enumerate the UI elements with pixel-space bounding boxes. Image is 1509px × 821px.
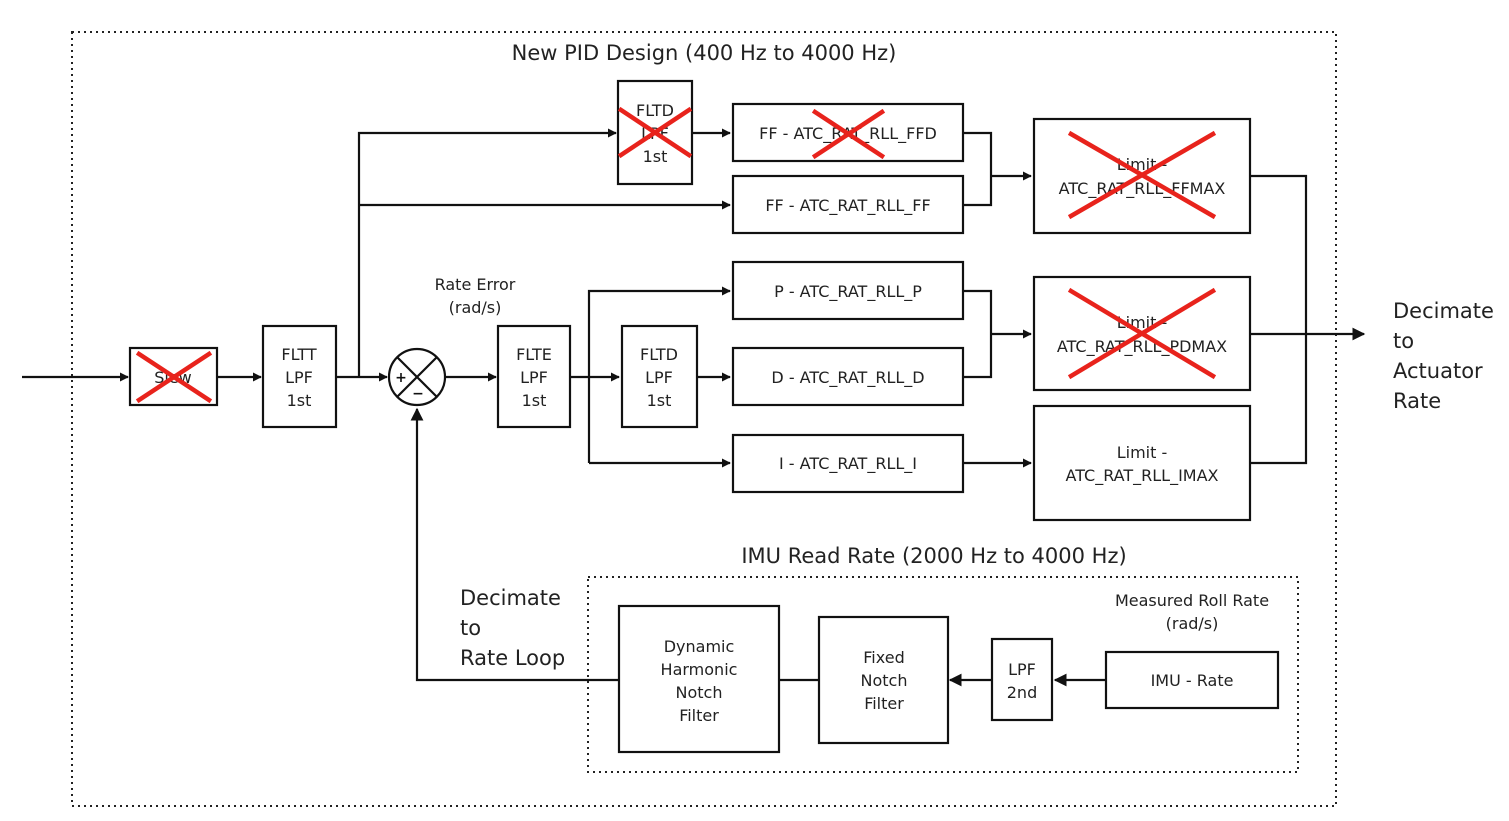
measured-roll-rate-label: Measured Roll Rate (rad/s) — [1115, 591, 1269, 633]
ff-limit-block: Limit - ATC_RAT_RLL_FFMAX — [1032, 117, 1252, 235]
imu-rate-block: IMU - Rate — [1104, 650, 1280, 710]
svg-text:1st: 1st — [287, 391, 312, 410]
svg-text:Notch: Notch — [676, 683, 723, 702]
decimate-to-rate-loop-label: Decimate to Rate Loop — [460, 586, 565, 670]
fltd-lpf-ff-block: FLTD LPF 1st — [616, 79, 694, 186]
svg-text:ATC_RAT_RLL_FFMAX: ATC_RAT_RLL_FFMAX — [1059, 179, 1226, 199]
svg-text:FLTT: FLTT — [281, 345, 316, 364]
svg-text:LPF: LPF — [645, 368, 673, 387]
svg-text:Rate Loop: Rate Loop — [460, 646, 565, 670]
svg-text:Fixed: Fixed — [863, 648, 904, 667]
svg-text:P - ATC_RAT_RLL_P: P - ATC_RAT_RLL_P — [774, 282, 922, 302]
svg-text:1st: 1st — [522, 391, 547, 410]
fltt-lpf-block: FLTT LPF 1st — [261, 324, 338, 429]
plus-sign: + — [395, 370, 407, 386]
summing-junction: + − — [387, 347, 447, 407]
strikeout-x-mark — [135, 350, 213, 404]
pid-design-frame — [71, 31, 1337, 807]
svg-text:2nd: 2nd — [1007, 683, 1037, 702]
svg-text:Limit -: Limit - — [1117, 443, 1168, 462]
svg-text:to: to — [1393, 329, 1414, 353]
svg-text:(rad/s): (rad/s) — [449, 298, 502, 317]
d-gain-block: D - ATC_RAT_RLL_D — [731, 346, 965, 407]
svg-text:Harmonic: Harmonic — [661, 660, 738, 679]
i-gain-block: I - ATC_RAT_RLL_I — [731, 433, 965, 494]
strikeout-x-mark — [1067, 130, 1217, 220]
svg-text:IMU - Rate: IMU - Rate — [1151, 671, 1234, 690]
svg-text:FLTD: FLTD — [636, 101, 674, 120]
svg-text:Dynamic: Dynamic — [664, 637, 735, 656]
svg-text:Rate: Rate — [1393, 389, 1441, 413]
imu-read-title: IMU Read Rate (2000 Hz to 4000 Hz) — [741, 544, 1126, 568]
svg-text:LPF: LPF — [520, 368, 548, 387]
svg-text:(rad/s): (rad/s) — [1166, 614, 1219, 633]
svg-text:Measured Roll Rate: Measured Roll Rate — [1115, 591, 1269, 610]
imu-read-frame — [587, 576, 1299, 773]
fltd-lpf-d-block: FLTD LPF 1st — [620, 324, 699, 429]
strikeout-x-mark — [617, 106, 693, 159]
svg-text:FF - ATC_RAT_RLL_FF: FF - ATC_RAT_RLL_FF — [765, 196, 930, 216]
svg-text:Filter: Filter — [864, 694, 904, 713]
svg-text:LPF: LPF — [1008, 660, 1036, 679]
ff-gain-block: FF - ATC_RAT_RLL_FF — [731, 174, 965, 235]
svg-text:FLTE: FLTE — [516, 345, 552, 364]
pid-design-title: New PID Design (400 Hz to 4000 Hz) — [512, 41, 897, 65]
i-limit-block: Limit - ATC_RAT_RLL_IMAX — [1032, 404, 1252, 522]
minus-sign: − — [412, 386, 424, 402]
strikeout-x-mark — [1067, 287, 1217, 380]
flte-lpf-block: FLTE LPF 1st — [496, 324, 572, 429]
svg-text:ATC_RAT_RLL_IMAX: ATC_RAT_RLL_IMAX — [1065, 466, 1218, 486]
svg-text:LPF: LPF — [285, 368, 313, 387]
svg-text:1st: 1st — [647, 391, 672, 410]
svg-text:Decimate: Decimate — [1393, 299, 1494, 323]
svg-text:ATC_RAT_RLL_PDMAX: ATC_RAT_RLL_PDMAX — [1057, 337, 1227, 357]
svg-text:to: to — [460, 616, 481, 640]
svg-text:Notch: Notch — [861, 671, 908, 690]
slew-block: Slew — [128, 346, 219, 407]
dynamic-harmonic-notch-block: Dynamic Harmonic Notch Filter — [617, 604, 781, 754]
ffd-gain-block: FF - ATC_RAT_RLL_FFD — [731, 102, 965, 163]
signal-wires — [22, 128, 1366, 687]
p-gain-block: P - ATC_RAT_RLL_P — [731, 260, 965, 321]
svg-text:1st: 1st — [643, 147, 668, 166]
svg-text:Actuator: Actuator — [1393, 359, 1483, 383]
svg-text:Decimate: Decimate — [460, 586, 561, 610]
svg-text:Rate Error: Rate Error — [435, 275, 516, 294]
rate-error-label: Rate Error (rad/s) — [435, 275, 516, 317]
pd-limit-block: Limit - ATC_RAT_RLL_PDMAX — [1032, 275, 1252, 392]
fixed-notch-block: Fixed Notch Filter — [817, 615, 950, 745]
svg-text:Filter: Filter — [679, 706, 719, 725]
svg-text:D - ATC_RAT_RLL_D: D - ATC_RAT_RLL_D — [771, 368, 924, 388]
decimate-to-actuator-label: Decimate to Actuator Rate — [1393, 299, 1494, 413]
strikeout-x-mark — [811, 108, 886, 160]
svg-text:I - ATC_RAT_RLL_I: I - ATC_RAT_RLL_I — [779, 454, 917, 474]
lpf-2nd-block: LPF 2nd — [990, 637, 1054, 722]
svg-text:FLTD: FLTD — [640, 345, 678, 364]
